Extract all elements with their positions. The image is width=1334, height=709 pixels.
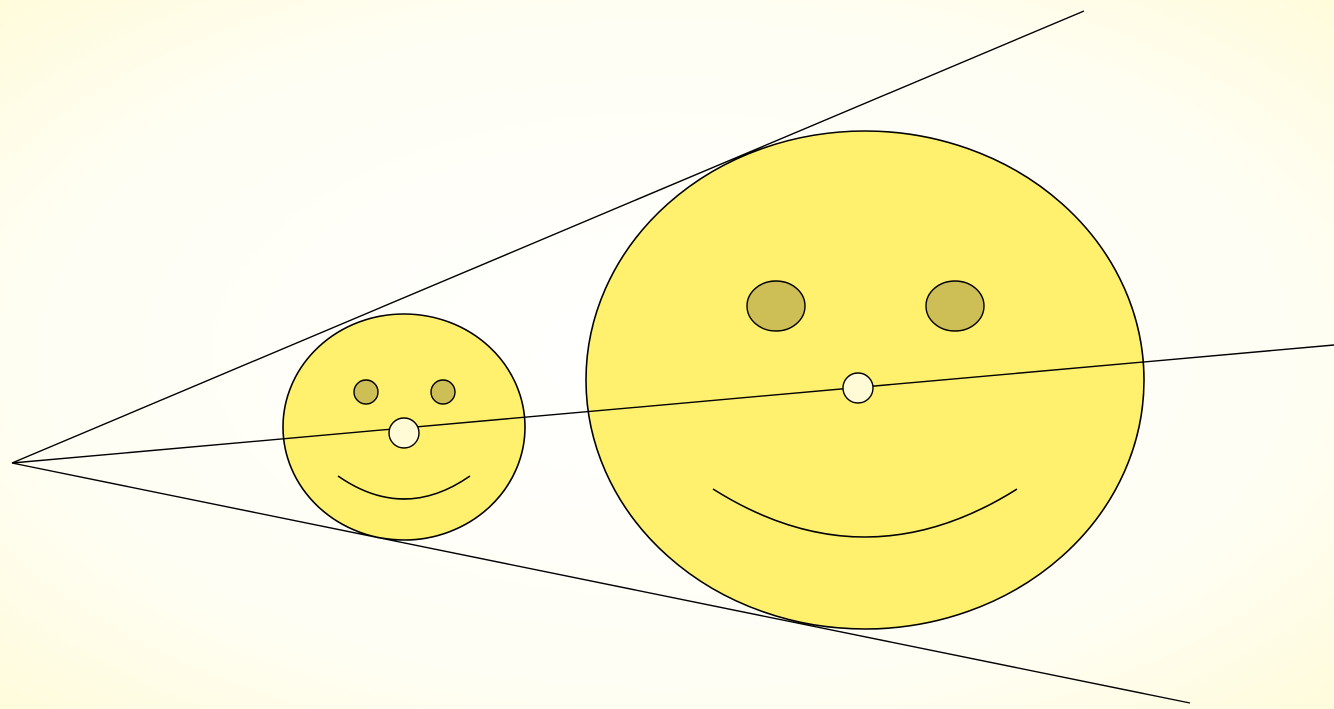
small-face-eye-left	[354, 380, 378, 404]
small-face-nose	[389, 418, 419, 448]
large-face-eye-left	[747, 281, 805, 331]
large-face-eye-right	[926, 281, 984, 331]
large-face-nose	[843, 373, 873, 403]
small-face-eye-right	[431, 380, 455, 404]
